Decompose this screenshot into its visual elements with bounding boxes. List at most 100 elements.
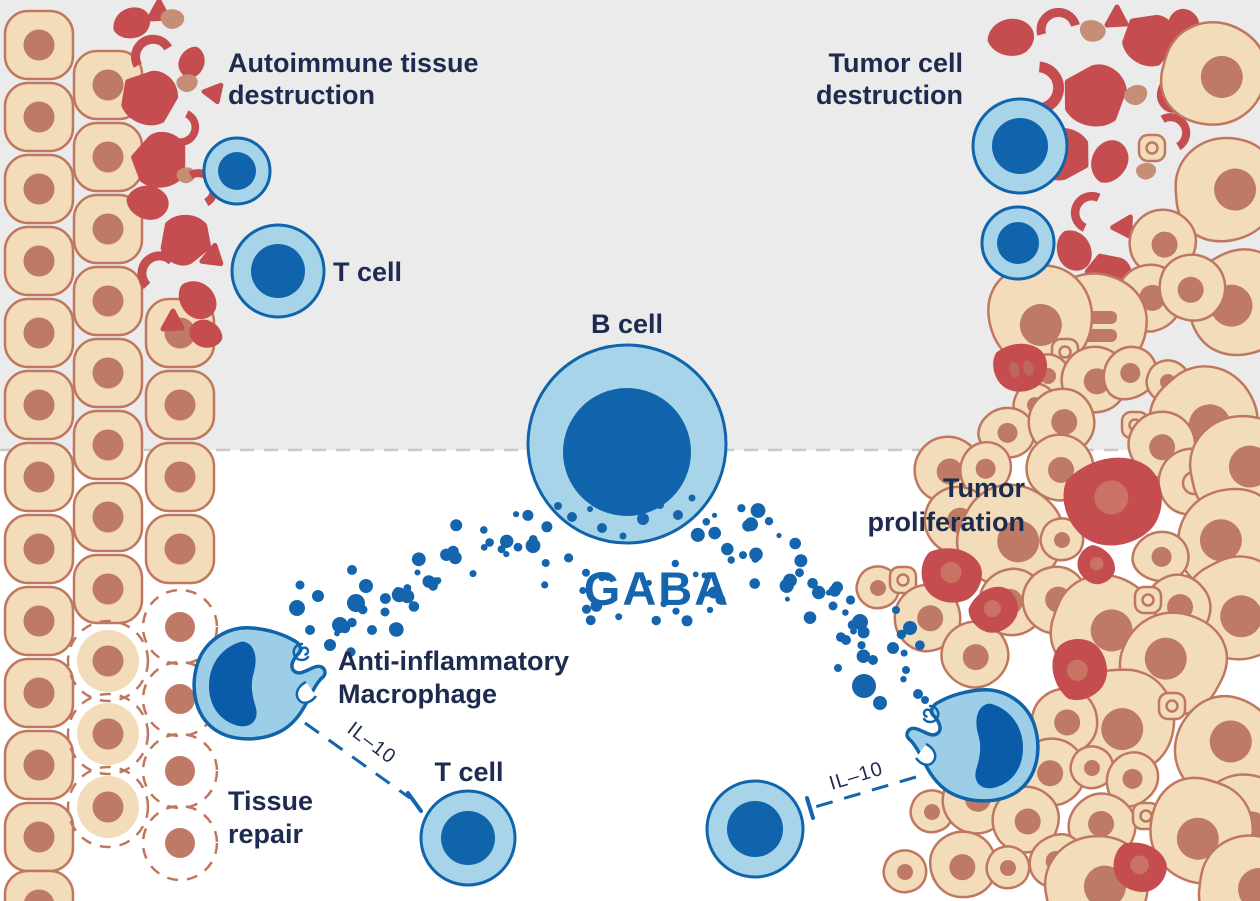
label-macrophage-line2: Macrophage [338, 679, 497, 709]
gaba-dot [702, 518, 711, 526]
gaba-dot [332, 617, 348, 633]
gaba-dot [873, 696, 887, 710]
gaba-dot [706, 606, 714, 614]
t-cell-tumor-large [971, 97, 1069, 195]
gaba-dot [367, 625, 377, 635]
gaba-dot [711, 512, 718, 518]
gaba-dot [500, 534, 514, 548]
gaba-dot [497, 545, 506, 554]
gaba-dot [295, 580, 305, 590]
gaba-dot [789, 537, 801, 550]
gaba-dot [744, 517, 758, 532]
gaba-dot [903, 621, 917, 635]
gaba-dot [582, 568, 590, 577]
gaba-dot [749, 578, 760, 589]
label-b-cell: B cell [591, 309, 663, 339]
label-tumor-destruction-line2: destruction [816, 80, 963, 110]
gaba-dot [708, 526, 721, 540]
b-cell [526, 343, 728, 545]
label-macrophage-line1: Anti-inflammatory [338, 646, 569, 676]
label-gaba: GABA [584, 562, 730, 615]
dividing-tumor-cell [993, 343, 1048, 392]
gaba-dot [359, 579, 373, 593]
label-t-cell-top: T cell [333, 257, 402, 287]
gaba-dot [289, 600, 305, 616]
gaba-dot [414, 569, 421, 576]
gaba-dot [564, 553, 574, 563]
gaba-dot [852, 674, 876, 698]
gaba-dot [480, 526, 488, 534]
label-tissue-repair-line2: repair [228, 819, 304, 849]
label-tumor-destruction-line1: Tumor cell [828, 48, 963, 78]
gaba-dot [450, 519, 463, 532]
gaba-dot [347, 594, 365, 612]
gaba-dot [913, 689, 923, 699]
gaba-dot [751, 555, 760, 563]
gaba-dot [324, 639, 336, 651]
gaba-dot [692, 571, 699, 578]
gaba-dot [812, 585, 826, 600]
gaba-dot [312, 590, 324, 602]
gaba-dot [900, 676, 907, 683]
t-cell-bottom-right [705, 779, 805, 879]
gaba-dot [305, 625, 315, 635]
gaba-dot [671, 559, 679, 568]
gaba-dot [448, 551, 462, 565]
gaba-dot [590, 600, 603, 612]
gaba-dot [794, 554, 808, 568]
gaba-dot [672, 607, 680, 615]
gaba-dot [715, 594, 726, 605]
gaba-dot [856, 649, 871, 663]
label-t-cell-bottom: T cell [434, 757, 503, 787]
gaba-dot [347, 565, 357, 575]
gaba-dot [868, 655, 878, 665]
t-cell-bottom-left [419, 789, 517, 887]
gaba-dot [469, 570, 477, 578]
gaba-dot [513, 542, 523, 552]
gaba-dot [764, 517, 774, 526]
gaba-dot [915, 640, 925, 651]
gaba-dot [707, 586, 720, 599]
gaba-dot [525, 538, 541, 554]
label-tumor-proliferation-line1: Tumor [943, 473, 1025, 503]
gaba-dot [776, 532, 782, 539]
gaba-dot [651, 615, 661, 626]
gaba-dot [896, 629, 907, 640]
gaba-dot [803, 611, 817, 624]
label-autoimmune-destruction-line2: destruction [228, 80, 375, 110]
gaba-dot [727, 556, 735, 564]
gaba-dot [902, 666, 910, 674]
gaba-dot [585, 615, 596, 626]
gaba-dot [852, 614, 868, 630]
gaba-dot [541, 559, 550, 567]
gaba-dot [603, 572, 613, 581]
gaba-dot [513, 511, 520, 518]
gaba-dot [541, 581, 549, 589]
gaba-dot [701, 572, 708, 579]
gaba-dot [408, 601, 420, 612]
gaba-dot [845, 595, 856, 605]
gaba-dot [389, 622, 401, 635]
gaba-dot [834, 664, 842, 672]
label-tumor-proliferation-line2: proliferation [867, 507, 1025, 537]
gaba-dot [783, 573, 797, 588]
il10-inhibition-left [304, 721, 423, 813]
gaba-dot [411, 552, 426, 567]
gaba-dot [807, 578, 818, 589]
gaba-dot [480, 544, 488, 551]
gaba-dot [380, 593, 391, 604]
gaba-dot [739, 551, 747, 560]
gaba-dot [541, 521, 553, 533]
gaba-dot [841, 635, 851, 645]
gaba-dot [828, 601, 838, 611]
gaba-dot [795, 568, 804, 578]
gaba-dot [887, 642, 899, 654]
gaba-dot [581, 604, 592, 614]
gaba-dot [485, 538, 494, 547]
gaba-dot [403, 584, 412, 592]
gaba-dot [615, 613, 623, 621]
gaba-dot [522, 509, 534, 521]
label-tissue-repair-line1: Tissue [228, 786, 313, 816]
